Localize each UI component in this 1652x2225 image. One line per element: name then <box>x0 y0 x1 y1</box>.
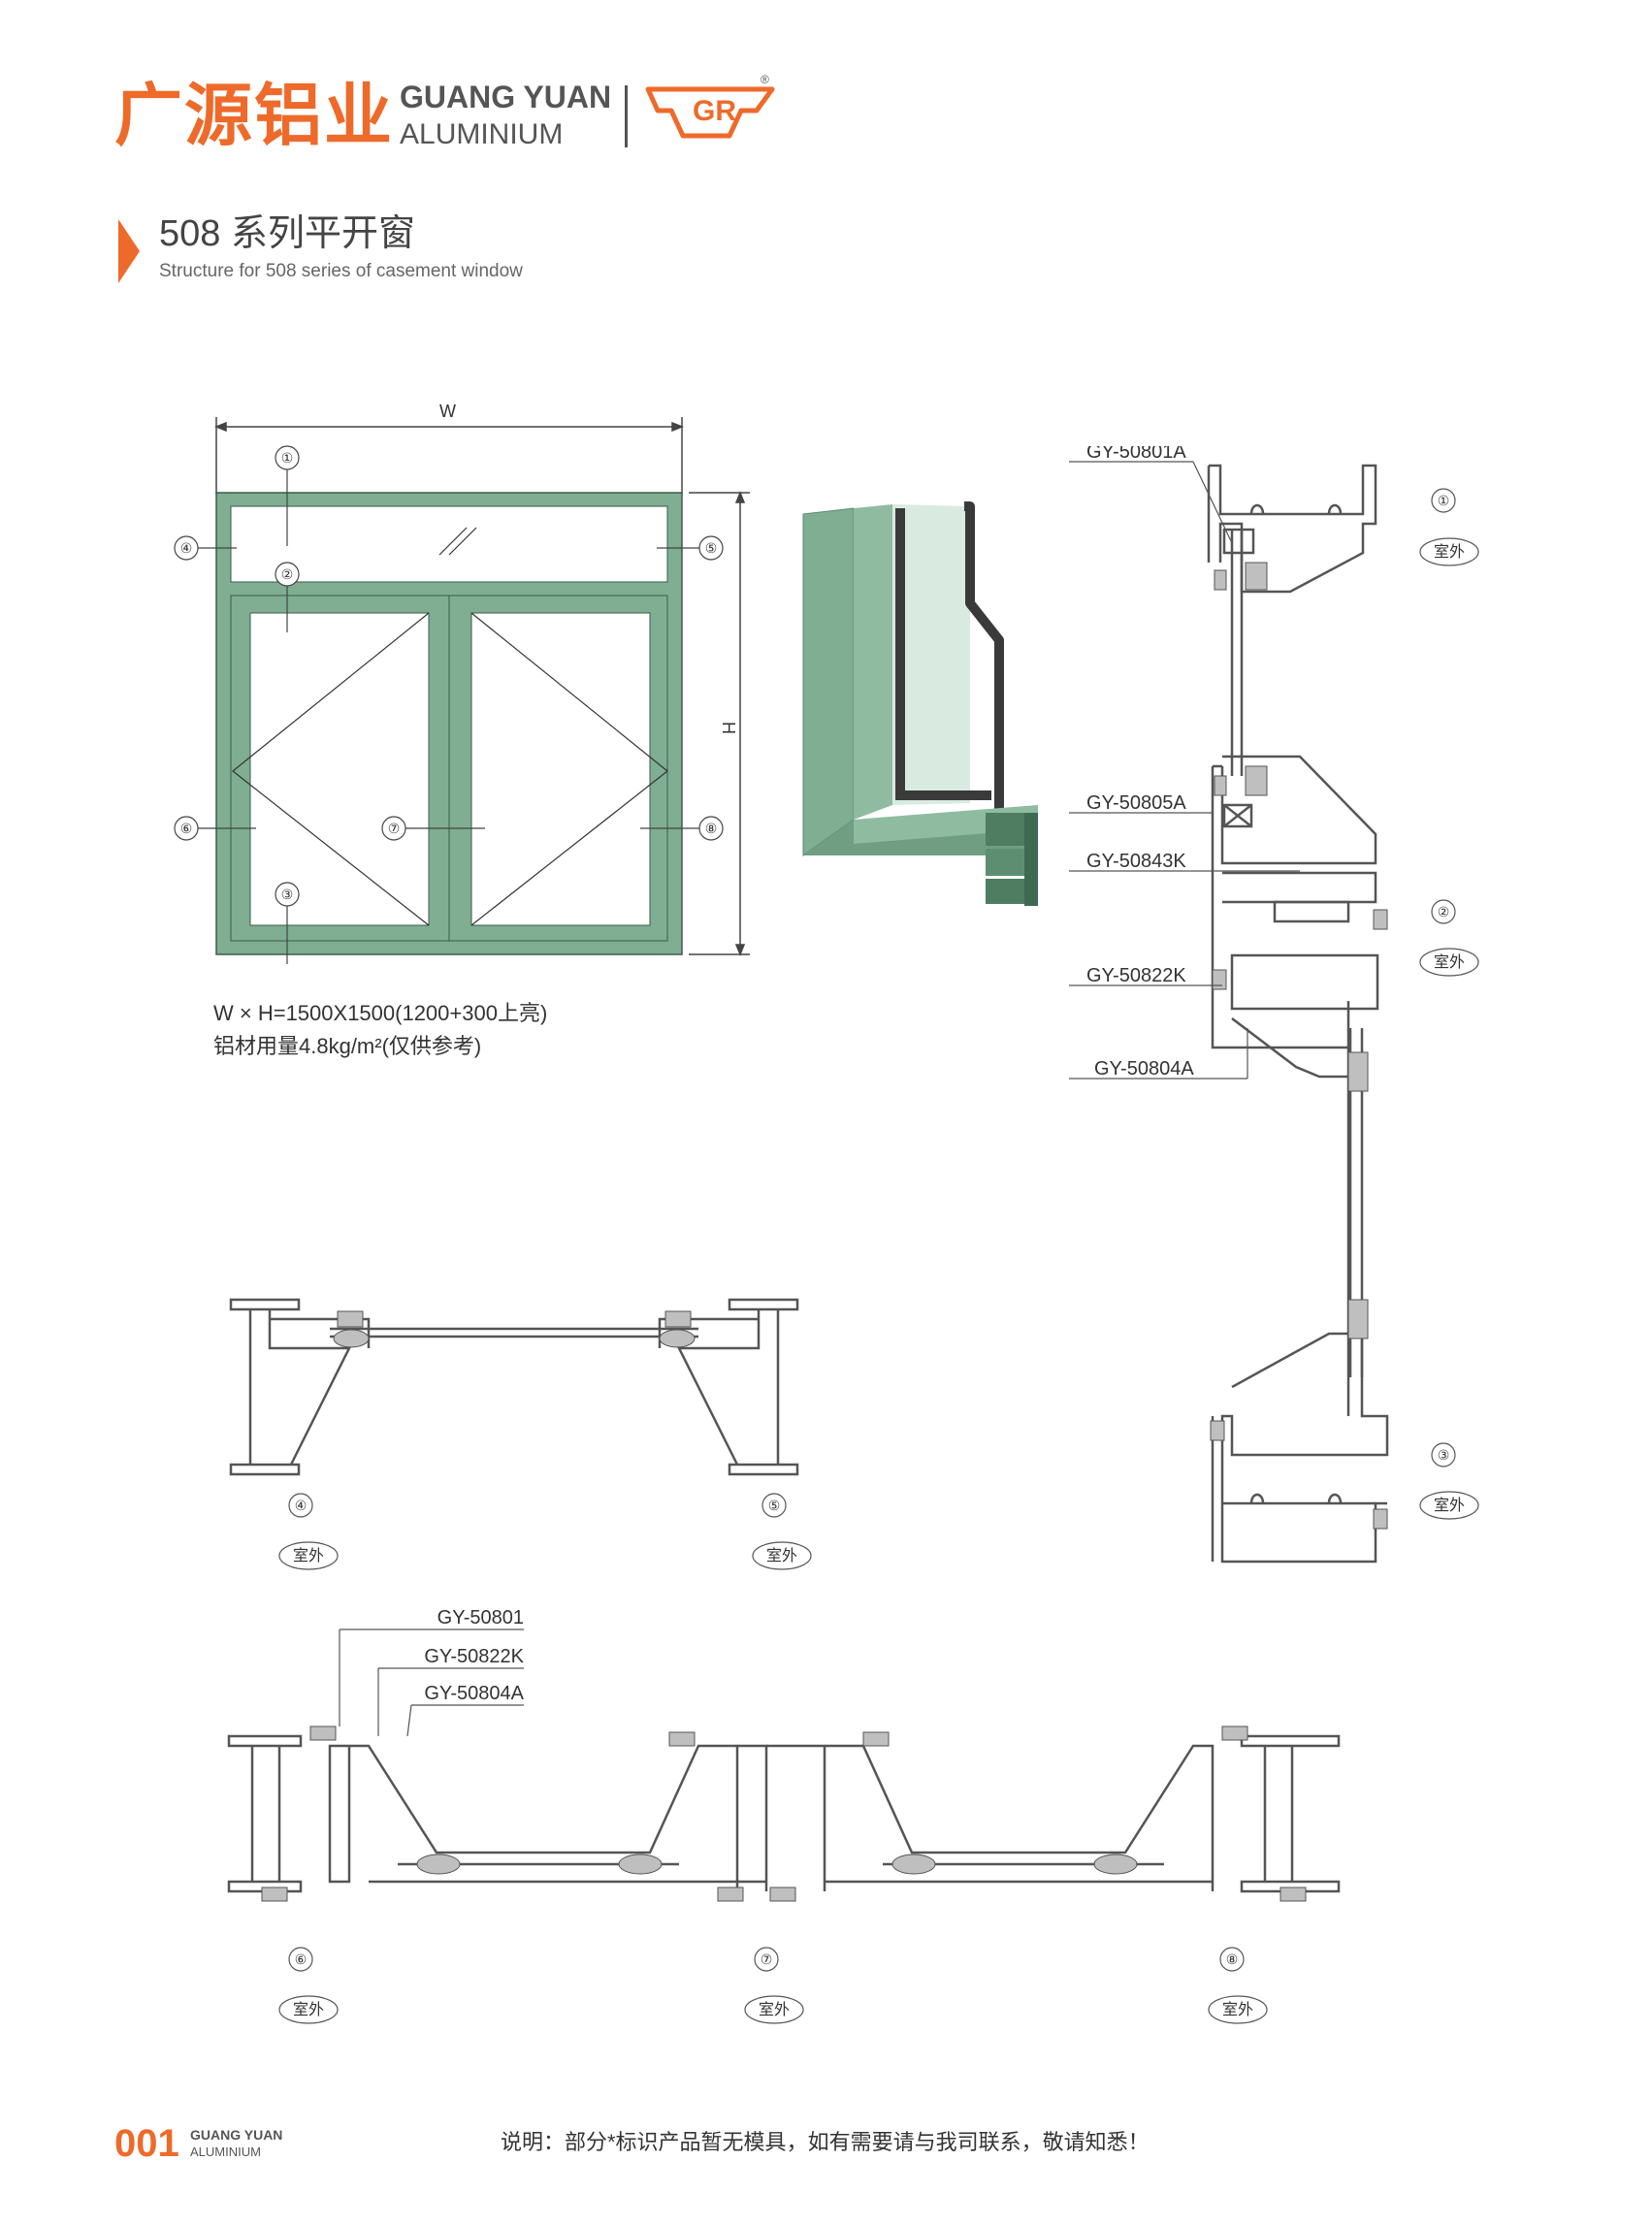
marker-4: ④ <box>180 540 193 556</box>
section-marker-7: ⑦ <box>761 1951 773 1967</box>
outdoor-label-3: 室外 <box>1434 1497 1465 1514</box>
outdoor-label-6: 室外 <box>293 2001 324 2018</box>
section-marker-2: ② <box>1438 904 1450 919</box>
label-gy-50801: GY-50801 <box>437 1607 524 1628</box>
footer-note: 说明：部分*标识产品暂无模具，如有需要请与我司联系，敬请知悉！ <box>501 2130 1150 2154</box>
label-gy-50843k: GY-50843K <box>1086 851 1186 872</box>
size-note: W × H=1500X1500(1200+300上亮) <box>213 1001 548 1025</box>
footer-brand-line1: GUANG YUAN <box>190 2127 283 2143</box>
brand-logo-icon: GR ® <box>645 73 775 139</box>
section-marker-8: ⑧ <box>1226 1951 1239 1967</box>
footer-brand-line2: ALUMINIUM <box>190 2144 261 2159</box>
page-number: 001 <box>114 2122 179 2165</box>
marker-8: ⑧ <box>705 821 718 836</box>
brand-name-cn: 广源铝业 <box>114 76 394 155</box>
window-elevation: W H ① ② ③ ④ ⑤ <box>174 402 750 964</box>
section-title: 508 系列平开窗 <box>159 213 415 254</box>
logo-text: GR <box>693 95 736 127</box>
profile-3d-render <box>802 501 1038 906</box>
label-gy-50804a-bottom: GY-50804A <box>424 1683 524 1704</box>
section-marker-4: ④ <box>295 1498 308 1513</box>
section-4-5-drawing: ④ ⑤ 室外 室外 <box>229 1298 812 1570</box>
marker-3: ③ <box>281 887 294 902</box>
vertical-section-drawing: GY-50801A GY-50805A GY-50843K GY-50822K … <box>1069 446 1479 1564</box>
brand-name-en-line2: ALUMINIUM <box>400 118 564 150</box>
outdoor-label-2: 室外 <box>1434 953 1465 971</box>
outdoor-label-1: 室外 <box>1434 543 1465 561</box>
label-gy-50822k-bottom: GY-50822K <box>424 1646 524 1667</box>
brand-name-en-line1: GUANG YUAN <box>400 80 612 114</box>
outdoor-label-5: 室外 <box>766 1547 797 1564</box>
marker-7: ⑦ <box>388 821 401 836</box>
outdoor-label-8: 室外 <box>1222 2001 1253 2018</box>
width-label: W <box>439 402 456 421</box>
marker-6: ⑥ <box>180 821 193 836</box>
section-marker-6: ⑥ <box>295 1951 308 1967</box>
outdoor-label-7: 室外 <box>759 2001 790 2018</box>
marker-2: ② <box>281 566 294 582</box>
section-6-7-8-drawing: GY-50801 GY-50822K GY-50804A ⑥ ⑦ ⑧ <box>227 1607 1341 2024</box>
section-marker-5: ⑤ <box>768 1498 781 1513</box>
height-label: H <box>719 722 738 734</box>
registered-mark: ® <box>761 73 769 86</box>
label-gy-50804a: GY-50804A <box>1094 1058 1194 1080</box>
section-marker-icon <box>118 219 140 283</box>
marker-5: ⑤ <box>705 540 718 556</box>
label-gy-50805a: GY-50805A <box>1086 792 1186 814</box>
usage-note: 铝材用量4.8kg/m²(仅供参考) <box>213 1034 482 1058</box>
outdoor-label-4: 室外 <box>293 1547 324 1564</box>
section-marker-3: ③ <box>1438 1447 1450 1463</box>
label-gy-50822k: GY-50822K <box>1086 965 1186 986</box>
label-gy-50801a: GY-50801A <box>1086 446 1186 463</box>
header-divider <box>625 85 628 147</box>
marker-1: ① <box>281 450 294 466</box>
section-marker-1: ① <box>1438 493 1450 508</box>
section-subtitle: Structure for 508 series of casement win… <box>159 261 523 281</box>
